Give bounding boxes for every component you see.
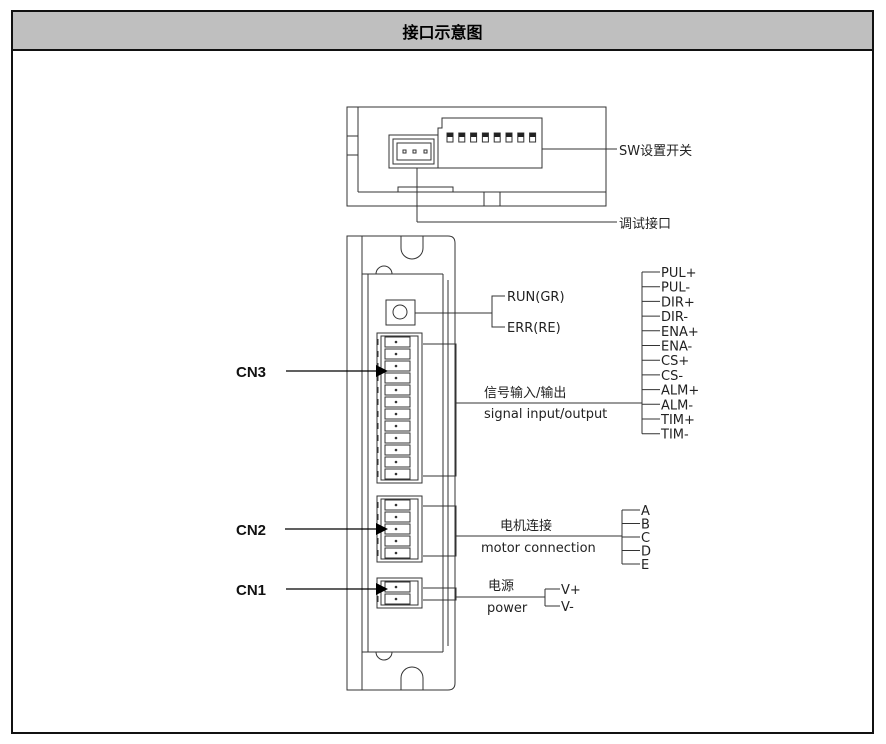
cn1-label-en: power [487, 601, 528, 616]
cn3-pin-list: PUL+PUL-DIR+DIR-ENA+ENA-CS+CS-ALM+ALM-TI… [641, 266, 699, 443]
connector-pin [377, 384, 411, 396]
cn2-name: CN2 [236, 522, 266, 539]
connector-pin [377, 593, 411, 605]
connector-pin [377, 348, 411, 360]
pin-label: V- [561, 600, 574, 615]
driver-top-view [346, 106, 617, 223]
pin-label: V+ [561, 583, 581, 598]
cn2-label-cn: 电机连接 [500, 518, 552, 534]
connector-pin [377, 499, 411, 511]
dip-switch [529, 132, 537, 143]
connector-pin [377, 456, 411, 468]
cn3-name: CN3 [236, 364, 266, 381]
led-run-label: RUN(GR) [507, 290, 565, 305]
pin-label: PUL+ [661, 266, 697, 281]
sw-switch-label: SW设置开关 [619, 144, 692, 159]
connector-pin [377, 432, 411, 444]
dip-switch [458, 132, 466, 143]
pin-label: DIR- [661, 310, 688, 325]
dip-switch [470, 132, 478, 143]
pin-label: ALM+ [661, 384, 699, 399]
cn3-label-cn: 信号输入/输出 [484, 385, 566, 401]
cn1-name: CN1 [236, 582, 266, 599]
diagram-frame: 接口示意图 [11, 10, 874, 734]
connector-pin [377, 408, 411, 420]
cn3-label-en: signal input/output [484, 407, 607, 422]
cn2-arrow [285, 523, 388, 535]
connector-pin [377, 511, 411, 523]
pin-label: ENA+ [661, 325, 699, 340]
led-err-label: ERR(RE) [507, 321, 561, 336]
connector-pin [377, 468, 411, 480]
pin-label: DIR+ [661, 295, 695, 310]
pin-label: A [641, 504, 650, 519]
diagram-title: 接口示意图 [13, 12, 872, 51]
dip-switch-block [389, 117, 543, 169]
connector-pin [377, 396, 411, 408]
connector-pin [377, 372, 411, 384]
connector-pin [377, 444, 411, 456]
pin-label: CS+ [661, 354, 689, 369]
connector-pin [377, 420, 411, 432]
pin-label: CS- [661, 369, 683, 384]
cn2-label-en: motor connection [481, 541, 596, 556]
pin-label: PUL- [661, 281, 690, 296]
dip-switch [481, 132, 489, 143]
debug-port-label: 调试接口 [619, 216, 671, 232]
connector-pin [377, 535, 411, 547]
cn3-connector [376, 332, 423, 484]
cn3-arrow [286, 365, 388, 377]
pin-label: B [641, 518, 650, 533]
cn1-connector [376, 577, 423, 609]
pin-label: C [641, 531, 650, 546]
dip-switch [493, 132, 501, 143]
pin-label: TIM+ [660, 413, 695, 428]
pin-label: ALM- [661, 398, 693, 413]
pin-label: ENA- [661, 340, 693, 355]
connector-pin [377, 547, 411, 559]
pin-label: D [641, 545, 651, 560]
pin-label: E [641, 558, 649, 573]
dip-switch [446, 132, 454, 143]
debug-port [388, 134, 439, 169]
cn1-label-cn: 电源 [488, 579, 514, 594]
cn1-arrow [286, 583, 388, 595]
dip-switch [517, 132, 525, 143]
dip-switch [505, 132, 513, 143]
connector-pin [377, 336, 411, 348]
pin-label: TIM- [660, 428, 689, 443]
cn1-pin-list: V+ V- [544, 583, 581, 615]
driver-front-view [346, 235, 456, 691]
